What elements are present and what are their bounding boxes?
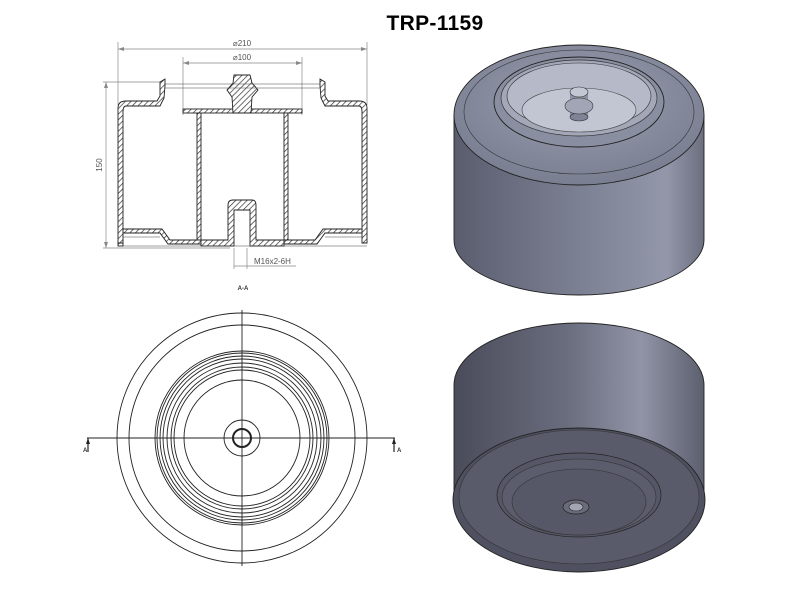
dimension-arrows [104, 47, 367, 248]
section-marker-left: A [83, 438, 90, 454]
center-knob [564, 86, 594, 122]
svg-text:A: A [397, 448, 402, 454]
section-body [117, 74, 368, 247]
drawing-title: TRP-1159 [386, 12, 484, 35]
section-label: A-A [238, 286, 249, 292]
iso-top-view [453, 44, 705, 296]
svg-text:A: A [83, 448, 88, 454]
section-view-a-a: ⌀210 ⌀100 150 M16x2-6H A-A [95, 39, 368, 292]
dim-height: 150 [95, 158, 104, 172]
iso-bottom-view [452, 322, 706, 573]
section-marker-right: A [392, 438, 402, 454]
center-lines [87, 310, 395, 566]
dim-inner-diameter: ⌀100 [233, 53, 252, 62]
dim-thread: M16x2-6H [254, 257, 291, 266]
section-edges [118, 83, 367, 247]
plan-view: A A [83, 310, 402, 566]
dim-outer-diameter: ⌀210 [233, 39, 252, 48]
dimension-lines [103, 42, 368, 269]
